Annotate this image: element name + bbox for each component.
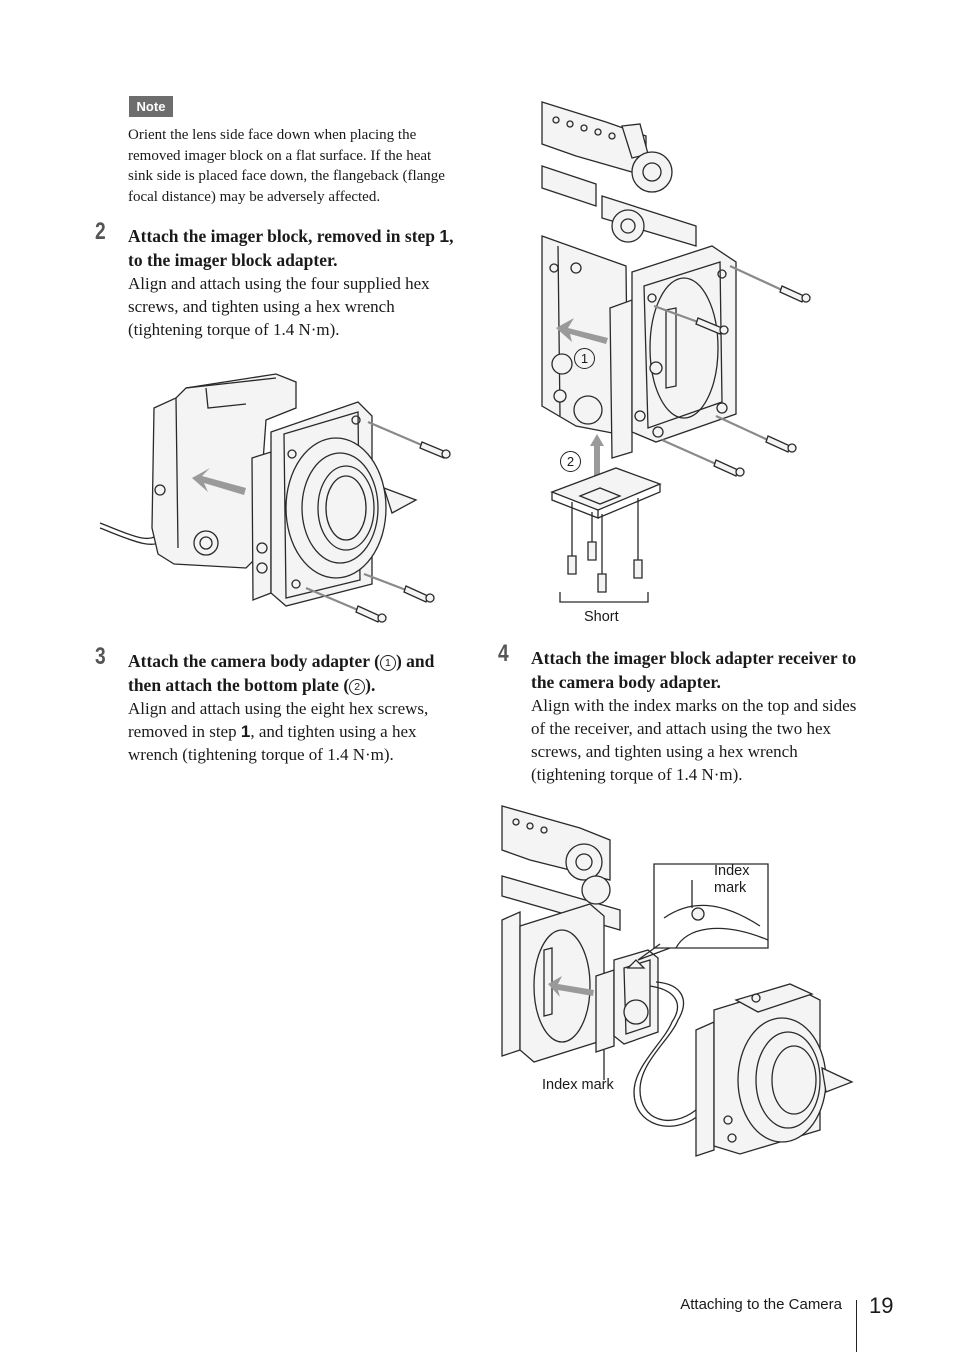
step-2-number: 2 [95,218,106,245]
footer-divider [856,1300,857,1352]
step-4-title: Attach the imager block adapter receiver… [531,648,857,692]
callout-2: 2 [560,451,581,472]
step-2-title: Attach the imager block, removed in step… [128,226,454,270]
step-3-body: Align and attach using the eight hex scr… [128,699,429,764]
step-2-body: Align and attach using the four supplied… [128,274,430,339]
receiver-attachment-illustration [501,805,854,1157]
index-mark-inset-label: Index mark [714,863,750,896]
step-4-number: 4 [498,640,509,667]
short-label: Short [584,609,619,625]
page-number: 19 [869,1293,894,1318]
note-badge: Note [129,96,173,117]
footer-section-title: Attaching to the Camera [680,1296,842,1313]
note-text: Orient the lens side face down when plac… [128,127,445,205]
imager-block-illustration [99,373,451,623]
camera-body-adapter-illustration [541,101,811,603]
callout-1-ref: 1 [379,655,396,671]
callout-1: 1 [574,348,595,369]
index-mark-bottom-label: Index mark [542,1077,614,1093]
callout-2-ref: 2 [349,679,366,695]
step-3-title: Attach the camera body adapter (1) and t… [128,651,435,695]
step-3-number: 3 [95,643,106,670]
step-4-body: Align with the index marks on the top an… [531,696,857,784]
